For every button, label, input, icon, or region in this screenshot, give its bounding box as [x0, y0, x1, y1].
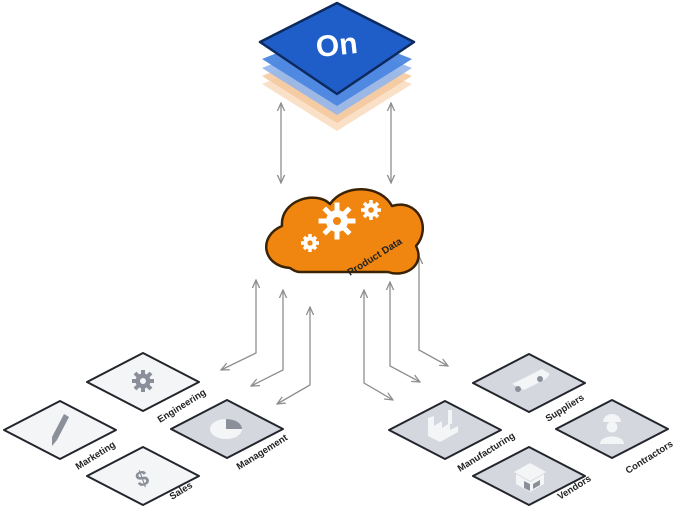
tile-suppliers[interactable]: Suppliers: [472, 353, 586, 425]
worker-icon: [600, 414, 624, 444]
departments-group: Engineering Marketing Management $ Sales: [3, 352, 291, 506]
truck-icon: [512, 369, 550, 392]
pie-chart-icon: [210, 419, 242, 439]
tile-contractors[interactable]: Contractors: [555, 399, 675, 477]
storefront-icon: [514, 463, 546, 492]
tile-vendors[interactable]: Vendors: [472, 446, 593, 506]
logo-text: On: [314, 27, 359, 64]
arrow-cloud-manufacturing: [364, 290, 393, 400]
partners-group: Suppliers Manufacturing Contractors: [388, 353, 675, 506]
arrow-cloud-suppliers: [419, 256, 448, 366]
gears-icon: [301, 200, 381, 252]
tile-engineering[interactable]: Engineering: [86, 352, 208, 426]
tile-sales[interactable]: $ Sales: [86, 446, 200, 506]
logo-tile: [258, 1, 416, 96]
arrow-cloud-management: [277, 307, 310, 404]
gear-icon: [132, 370, 154, 392]
arrow-cloud-vendors: [390, 282, 420, 382]
factory-icon: [428, 410, 458, 442]
onshape-logo: On: [258, 1, 416, 131]
tile-marketing[interactable]: Marketing: [3, 400, 118, 473]
connection-arrows: [221, 103, 448, 404]
tile-management[interactable]: Management: [170, 399, 291, 473]
pencil-icon: [52, 414, 69, 446]
arrow-cloud-engineering: [221, 280, 256, 370]
product-data-cloud: Product Data: [265, 188, 425, 279]
